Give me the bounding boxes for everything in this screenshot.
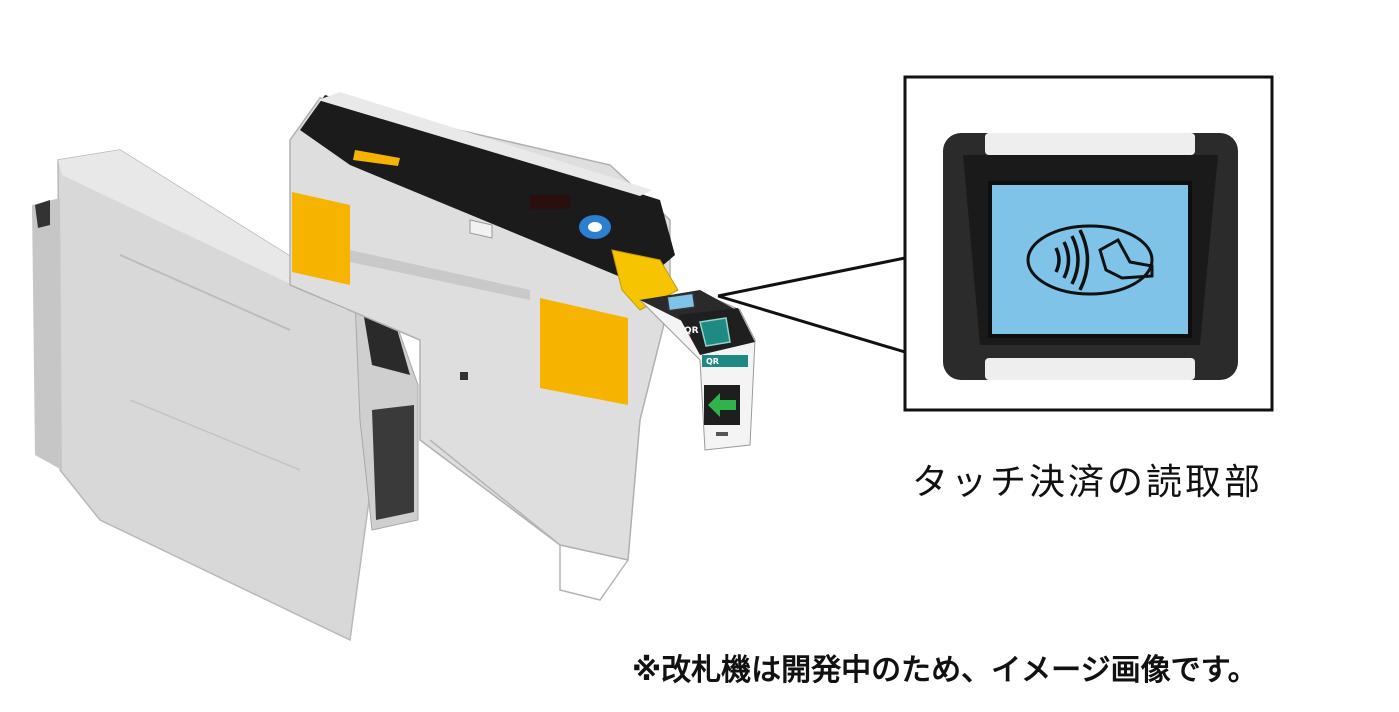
callout-lines (717, 256, 906, 354)
reader-closeup-callout (903, 75, 1274, 412)
reader-screen (988, 181, 1192, 338)
contactless-icon (1026, 224, 1154, 296)
gate-yellow-pad-right (540, 298, 628, 405)
gate-top-cover (300, 95, 675, 285)
qr-small-label: QR (684, 326, 699, 336)
reader-caption: タッチ決済の読取部 (912, 462, 1264, 503)
gate-yellow-pad-left (292, 192, 350, 285)
main-gate-body (289, 92, 679, 601)
front-reader-unit: QR QR (638, 290, 756, 451)
qr-panel-label: QR (706, 357, 719, 366)
green-left-arrow-icon (708, 393, 736, 417)
image-note: ※改札機は開発中のため、イメージ画像です。 (632, 653, 1258, 688)
